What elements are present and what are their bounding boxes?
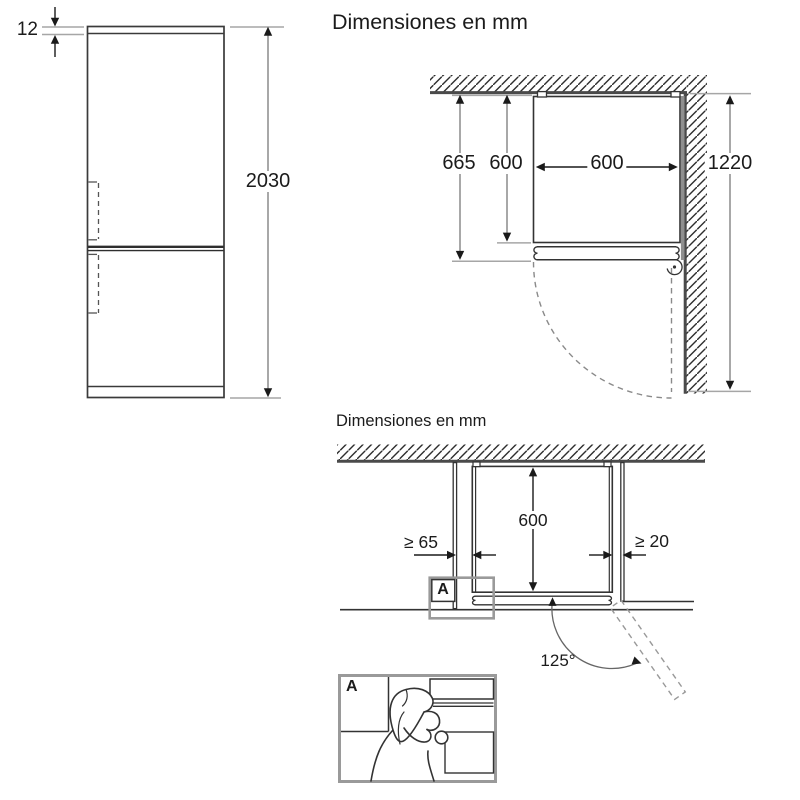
niche-top-view-drawing: [430, 75, 751, 399]
door-swing-arc: [532, 261, 673, 399]
top-gap-dimension: [42, 7, 84, 57]
wall-hatching: [430, 75, 707, 394]
left-side-wall: [452, 461, 458, 610]
fridge-top-outline: [532, 90, 685, 260]
dim-label-depth-body: 600: [486, 153, 526, 174]
clearance-view-title: Dimensiones en mm: [336, 412, 487, 430]
dim-label-height: 2030: [242, 171, 294, 192]
height-dimension: [230, 26, 284, 399]
depth-dimension-bottom: [528, 467, 538, 592]
hinge-left: [536, 90, 548, 98]
clearance-top-view-drawing: [337, 444, 705, 701]
detail-inset-label-A: A: [346, 678, 358, 695]
door-section-bars: [429, 678, 495, 774]
right-clearance-dimension: [589, 550, 646, 560]
fridge-door-closed-bottom: [471, 595, 613, 606]
door-hinge-pivot: [666, 258, 683, 276]
door-handle-dashed-lines: [88, 181, 100, 314]
dim-label-depth-with-door: 665: [439, 153, 479, 174]
right-side-wall: [620, 461, 625, 602]
dim-label-top-gap: 12: [16, 19, 38, 40]
hinge-right: [670, 90, 681, 98]
dim-label-depth-bottom: 600: [515, 511, 551, 529]
wall-hatching-bottom: [337, 444, 705, 463]
detail-callout-box: [428, 576, 496, 620]
fridge-front-view-drawing: [42, 7, 284, 399]
dim-label-left-clearance: ≥ 65: [404, 532, 438, 552]
niche-view-title: Dimensiones en mm: [332, 10, 528, 34]
fridge-door-closed: [533, 246, 680, 261]
dim-label-wall-side: 1220: [704, 153, 756, 174]
fridge-body-front: [86, 25, 225, 399]
hand-adjusting-hinge-illustration: [370, 687, 449, 782]
door-angle-arc: [548, 597, 642, 670]
door-open-dashed: [609, 599, 687, 701]
dim-label-width: 600: [587, 153, 627, 174]
detail-inset-A-drawing: [338, 674, 497, 783]
dim-label-right-clearance: ≥ 20: [635, 531, 669, 551]
dim-label-door-angle: 125°: [540, 651, 576, 670]
detail-marker-A: A: [437, 581, 449, 598]
left-clearance-dimension: [414, 550, 496, 560]
